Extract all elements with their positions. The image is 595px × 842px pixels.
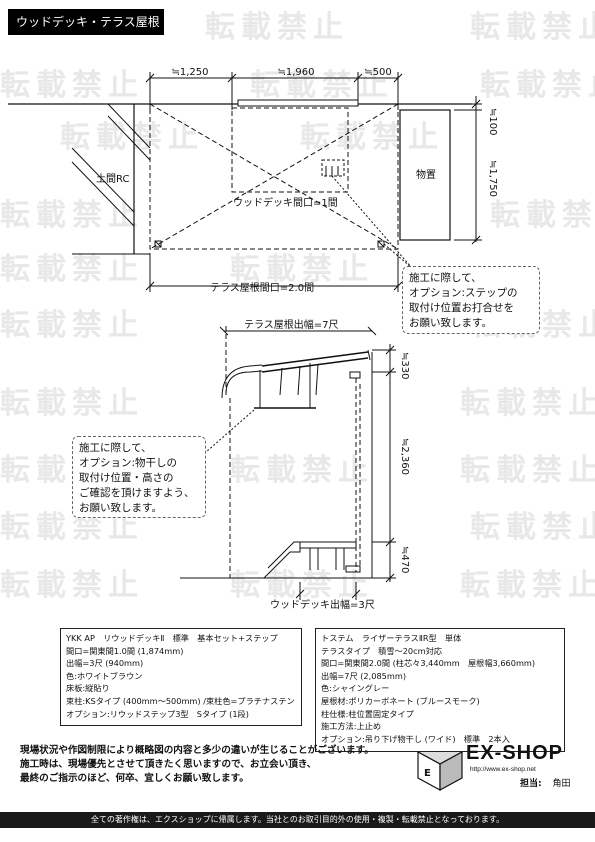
dim-470: ≒470 [399, 546, 410, 573]
copyright-footer: 全ての著作権は、エクスショップに帰属します。当社とのお取引目的外の使用・複製・転… [0, 812, 595, 828]
plan-labels: ≒1,250 ≒1,960 ≒500 ≒100 ≒1,750 土間RC 物置 ウ… [96, 67, 498, 294]
plan-view [8, 72, 482, 292]
logo-name: EX-SHOP [466, 742, 564, 764]
label-storage-shed: 物置 [416, 168, 436, 181]
staff-label: 担当: [520, 779, 542, 789]
spec-box-wood-deck: YKK AP リウッドデッキⅡ 標準 基本セット+ステップ 間口=関東間1.0間… [60, 628, 302, 726]
logo-url: http://www.ex-shop.net [470, 766, 536, 773]
label-deck-depth: ウッドデッキ出幅=3尺 [270, 598, 375, 611]
dim-2360: ≒2,360 [399, 438, 410, 475]
svg-text:E: E [424, 768, 431, 779]
spec-box-terrace-roof: トステム ライザーテラスⅡR型 単体 テラスタイプ 積雪〜20cm対応 間口=関… [315, 628, 565, 752]
label-deck-width: ウッドデッキ間口=1間 [233, 196, 338, 209]
page-title: ウッドデッキ・テラス屋根 [8, 9, 164, 35]
dim-1750: ≒1,750 [487, 160, 498, 197]
staff-info: 担当: 角田 [520, 776, 571, 789]
label-roof-depth: テラス屋根出幅=7尺 [244, 318, 339, 331]
dim-330: ≒330 [399, 352, 410, 379]
section-labels: テラス屋根出幅=7尺 ≒330 ≒2,360 ≒470 ウッドデッキ出幅=3尺 [244, 318, 410, 611]
dim-1250: ≒1,250 [171, 67, 208, 78]
note-step-position: 施工に際して、 オプション:ステップの 取付け位置お打合せを お願い致します。 [402, 266, 540, 334]
dim-100: ≒100 [487, 108, 498, 135]
dim-1960: ≒1,960 [277, 67, 314, 78]
disclaimer: 現場状況や作図制限により概略図の内容と多少の違いが生じることがございます。 施工… [20, 745, 374, 784]
staff-name: 角田 [552, 779, 571, 789]
section-view [180, 326, 396, 600]
label-roof-width: テラス屋根間口=2.0間 [210, 281, 314, 294]
label-doma-rc: 土間RC [96, 172, 129, 185]
note-dryer-position: 施工に際して、 オプション:物干しの 取付け位置・高さの ご確認を頂けますよう、… [72, 436, 206, 518]
dim-500: ≒500 [364, 67, 391, 78]
